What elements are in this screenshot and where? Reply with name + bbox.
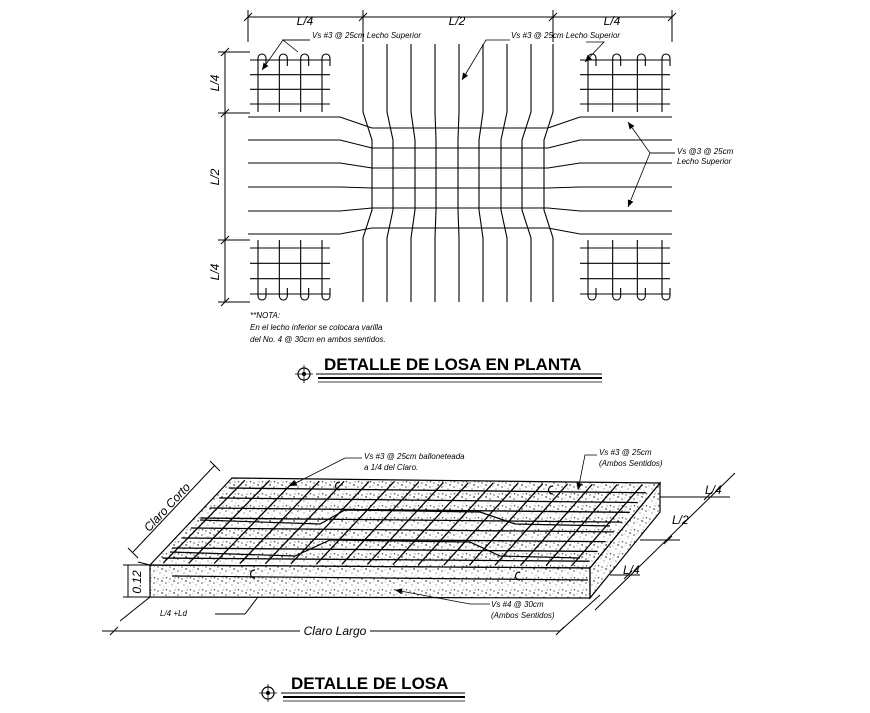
corner-bar-vertical	[612, 53, 622, 112]
plan-dim-quarter-right: L/4	[604, 14, 621, 28]
section-dim-r-quarter-top: L/4	[705, 483, 722, 497]
section-bar-short	[315, 481, 395, 565]
corner-bar-vertical	[278, 240, 288, 301]
section-bar-short	[290, 481, 370, 565]
section-bar-long	[171, 547, 598, 553]
section-dim-right	[594, 472, 736, 611]
corner-bar-vertical	[661, 240, 671, 301]
plan-bar-vertical	[478, 44, 484, 302]
corner-rebar-grids	[250, 53, 671, 301]
section-title-block: DETALLE DE LOSA	[259, 674, 465, 702]
plan-bar-vertical	[457, 44, 460, 302]
plan-label-top-left: Vs #3 @ 25cm Lecho Superior	[312, 31, 421, 40]
plan-bar-horizontal	[248, 186, 672, 189]
plan-note-line1: En el lecho inferior se colocara varilla	[250, 323, 383, 332]
plan-dim-quarter-left: L/4	[297, 14, 314, 28]
section-label-top-line2: a 1/4 del Claro.	[364, 463, 418, 472]
corner-bar-vertical	[587, 53, 597, 112]
section-bar-long	[162, 557, 590, 562]
section-dim-ld: L/4 +Ld	[160, 609, 187, 618]
section-dim-left	[123, 460, 221, 598]
plan-leaders	[261, 39, 675, 208]
section-label-bottom-line1: Vs #4 @ 30cm	[491, 600, 544, 609]
plan-label-top-center: Vs #3 @ 25cm Lecho Superior	[511, 31, 620, 40]
horizontal-rebar	[248, 116, 672, 235]
plan-bar-horizontal	[248, 139, 672, 149]
section-dim-label-bg	[300, 624, 370, 637]
plan-bar-horizontal	[248, 162, 672, 169]
corner-bar-vertical	[300, 53, 310, 112]
section-view: Claro Corto 0.12 L/4 +Ld Claro Largo L/4	[102, 448, 736, 702]
plan-bar-vertical	[362, 44, 373, 302]
section-bar-short	[392, 482, 469, 566]
corner-bar-vertical	[257, 53, 267, 112]
section-bar-short	[264, 480, 345, 565]
corner-bar-vertical	[636, 53, 646, 112]
section-bar-long	[181, 537, 606, 543]
section-bar-short	[443, 482, 519, 566]
corner-bar-vertical	[636, 240, 646, 301]
section-bar-short	[341, 481, 420, 565]
plan-note-title: **NOTA:	[250, 311, 280, 320]
section-dim-r-quarter-bot: L/4	[623, 563, 640, 577]
section-leaders	[289, 454, 597, 605]
plan-note-line2: del No. 4 @ 30cm en ambos sentidos.	[250, 335, 386, 344]
section-rebar-bent	[169, 481, 611, 581]
section-bar-short	[468, 483, 544, 566]
corner-bar-vertical	[587, 240, 597, 301]
section-bar-short	[162, 479, 246, 564]
section-title: DETALLE DE LOSA	[291, 674, 448, 693]
corner-bar-vertical	[612, 240, 622, 301]
plan-title: DETALLE DE LOSA EN PLANTA	[324, 355, 582, 374]
plan-label-right-line2: Lecho Superior	[677, 157, 732, 166]
plan-bar-vertical	[434, 44, 437, 302]
section-label-right-line1: Vs #3 @ 25cm	[599, 448, 652, 457]
plan-top-dimension	[243, 10, 677, 42]
section-label-top-line1: Vs #3 @ 25cm balloneteada	[364, 452, 465, 461]
section-label-right-line2: (Ambos Sentidos)	[599, 459, 663, 468]
plan-bar-vertical	[386, 44, 394, 302]
plan-bar-vertical	[521, 44, 532, 302]
section-label-bottom-line2: (Ambos Sentidos)	[491, 611, 555, 620]
section-bar-long	[200, 517, 622, 523]
plan-bar-horizontal	[248, 207, 672, 212]
plan-label-right-line1: Vs @3 @ 25cm	[677, 147, 734, 156]
corner-bar-vertical	[661, 53, 671, 112]
corner-bar-vertical	[321, 240, 331, 301]
corner-bar-vertical	[278, 53, 288, 112]
corner-bar-vertical	[300, 240, 310, 301]
section-bar-short	[366, 482, 444, 565]
section-bar-long	[219, 497, 638, 504]
plan-bar-vertical	[500, 44, 508, 302]
plan-dim-side-top: L/4	[208, 74, 222, 91]
section-dim-thickness: 0.12	[130, 570, 144, 594]
section-bar-short	[417, 482, 494, 566]
plan-bar-vertical	[543, 44, 554, 302]
plan-dim-side-bot: L/4	[208, 263, 222, 280]
plan-bar-vertical	[410, 44, 416, 302]
section-bar-long	[228, 487, 646, 494]
section-bar-long	[190, 527, 614, 533]
section-rebar-long	[162, 487, 646, 562]
corner-bar-vertical	[321, 53, 331, 112]
slab-front-face	[149, 564, 591, 599]
section-bar-short	[188, 479, 271, 564]
section-dim-claro-largo: Claro Largo	[304, 624, 367, 638]
section-dim-r-half: L/2	[672, 513, 689, 527]
plan-bar-horizontal	[248, 116, 672, 129]
section-bar-long	[209, 507, 630, 513]
plan-dim-side-mid: L/2	[208, 168, 222, 185]
vertical-rebar	[362, 44, 554, 302]
plan-view: L/4 L/2 L/4 L/4 L/2 L/4	[208, 10, 734, 383]
plan-bar-horizontal	[248, 227, 672, 235]
plan-left-dimension	[218, 47, 250, 307]
plan-dim-half: L/2	[449, 14, 466, 28]
slab-side-face	[589, 481, 661, 600]
plan-title-block: DETALLE DE LOSA EN PLANTA	[295, 355, 602, 383]
corner-bar-vertical	[257, 240, 267, 301]
section-dim-claro-corto: Claro Corto	[141, 480, 193, 535]
